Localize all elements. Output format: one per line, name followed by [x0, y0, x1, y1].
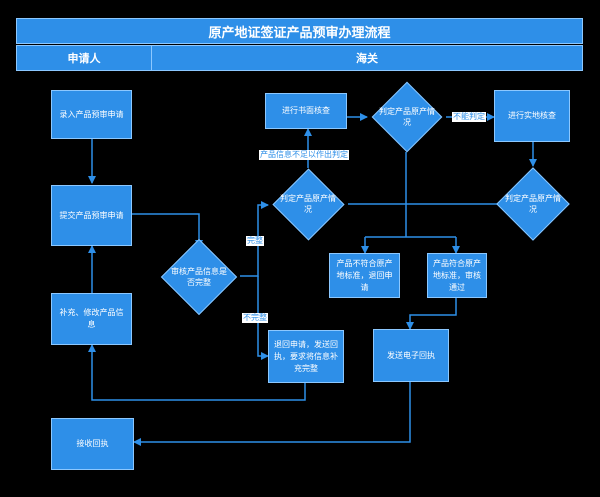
decision-review-complete: 审核产品信息是否完整: [158, 238, 240, 316]
node-receive-receipt: 接收回执: [51, 418, 134, 470]
label-incomplete: 不完整: [242, 313, 268, 323]
decision-judge-origin-mid: 判定产品原产情况: [268, 167, 348, 241]
label-info-insufficient: 产品信息不足以作出判定: [259, 150, 349, 160]
decision-judge-origin-right: 判定产品原产情况: [496, 166, 570, 242]
node-return-request: 退回申请，发送回执，要求将信息补充完整: [268, 330, 344, 383]
lane-header-applicant: 申请人: [16, 45, 152, 71]
node-submit-application: 提交产品预审申请: [51, 185, 132, 246]
node-onsite-check: 进行实地核查: [494, 90, 570, 142]
label-complete: 完整: [246, 236, 264, 246]
node-not-conform: 产品不符合原产地标准，退回申请: [329, 253, 400, 298]
decision-judge-origin-top: 判定产品原产情况: [367, 81, 447, 153]
node-supplement-info: 补充、修改产品信息: [51, 293, 132, 345]
lane-header-customs: 海关: [151, 45, 583, 71]
node-conform: 产品符合原产地标准，审核通过: [427, 253, 487, 298]
node-enter-application: 录入产品预审申请: [51, 90, 132, 139]
node-send-receipt: 发送电子回执: [373, 329, 449, 382]
node-written-check: 进行书面核查: [265, 93, 347, 129]
label-cannot-judge: 不能判定: [452, 112, 486, 122]
flowchart-title: 原产地证签证产品预审办理流程: [16, 18, 583, 44]
